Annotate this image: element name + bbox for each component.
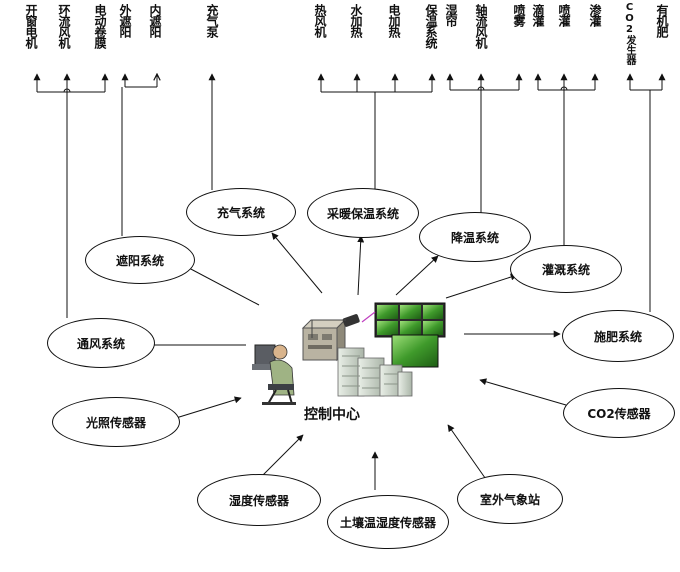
bus-shading (121, 74, 157, 236)
actuator-label-outer-shade: 外遮阳 (118, 4, 132, 37)
sensor-humidity-label: 湿度传感器 (228, 493, 289, 508)
actuator-label-drip-irrigation: 滴灌 (531, 4, 545, 26)
subsystem-ventilation: 通风系统 (47, 318, 155, 368)
sensor-co2-label: CO2传感器 (587, 406, 651, 421)
subsystem-cooling: 降温系统 (419, 212, 531, 262)
actuator-label-sprinkler: 喷灌 (557, 4, 571, 26)
sensor-weather-station: 室外气象站 (457, 474, 563, 524)
actuator-label-water-heating: 水加热 (349, 4, 363, 37)
bus-cooling (446, 73, 523, 215)
subsystem-shading: 遮阳系统 (85, 236, 195, 284)
buildings-icon (337, 347, 413, 397)
display-wall (361, 302, 446, 368)
subsystem-ventilation-label: 通风系统 (76, 336, 125, 351)
bus-ventilation (33, 73, 109, 318)
subsystem-shading-label: 遮阳系统 (115, 253, 164, 268)
subsystem-irrigation-label: 灌溉系统 (541, 262, 590, 277)
subsystem-cooling-label: 降温系统 (450, 230, 499, 245)
control-center-label: 控制中心 (304, 407, 360, 423)
sensor-soil-label: 土壤温湿度传感器 (339, 515, 436, 530)
subsystem-heating-label: 采暖保温系统 (326, 206, 399, 221)
subsystem-fertilizing: 施肥系统 (562, 310, 674, 362)
sensor-light: 光照传感器 (52, 397, 180, 447)
bus-heating (317, 73, 436, 192)
subsystem-inflation: 充气系统 (186, 188, 296, 236)
bus-fertilizing (626, 73, 666, 312)
camera-icon (311, 314, 360, 338)
bus-irrigation (534, 73, 599, 248)
actuator-label-film-roller: 电动卷膜 (93, 4, 107, 48)
control-center-illustration (252, 302, 446, 405)
actuator-label-spray: 喷雾 (512, 4, 526, 26)
actuator-label-inner-shade: 内遮阳 (148, 4, 162, 37)
subsystem-heating: 采暖保温系统 (307, 188, 419, 238)
subsystem-irrigation: 灌溉系统 (510, 245, 622, 293)
actuator-label-co2-generator: CO2发生器 (624, 2, 635, 65)
subsystem-inflation-label: 充气系统 (216, 205, 265, 220)
actuator-label-insulation-system: 保温系统 (424, 4, 438, 48)
actuator-label-electric-heating: 电加热 (387, 4, 401, 37)
sensor-soil: 土壤温湿度传感器 (327, 495, 449, 549)
sensor-weather-station-label: 室外气象站 (479, 492, 540, 507)
actuator-label-seepage-irrigation: 渗灌 (588, 4, 602, 26)
actuator-label-hot-air-blower: 热风机 (313, 4, 327, 37)
actuator-label-window-motor: 开窗电机 (24, 4, 38, 48)
actuator-label-axial-fan: 轴流风机 (474, 4, 488, 48)
sensor-light-label: 光照传感器 (85, 415, 146, 430)
operator-figure (252, 344, 296, 405)
actuator-label-organic-fertilizer: 有机肥 (655, 4, 669, 37)
control-arrows (152, 232, 567, 490)
actuator-label-circulation-fan: 环流风机 (57, 4, 71, 48)
subsystem-fertilizing-label: 施肥系统 (593, 329, 642, 344)
actuator-label-inflation-pump: 充气泵 (205, 4, 219, 37)
actuator-label-wet-curtain: 湿帘 (444, 4, 458, 26)
sensor-co2: CO2传感器 (563, 388, 675, 438)
sensor-humidity: 湿度传感器 (197, 474, 321, 526)
